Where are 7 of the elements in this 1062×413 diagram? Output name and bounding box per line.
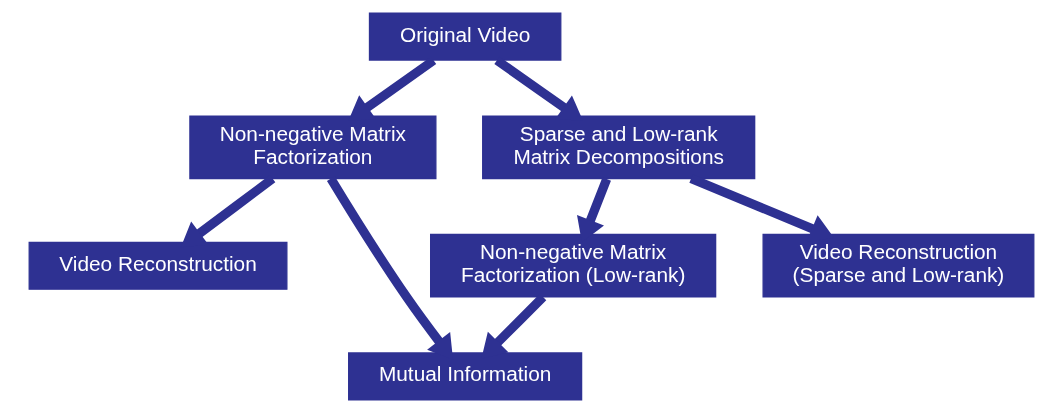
node-box: Non-negative Matrix Factorization (Low-rank) <box>429 233 716 298</box>
node-box: Video Reconstruction (Sparse and Low-rank) <box>762 233 1034 298</box>
node-box: Video Reconstruction <box>28 241 287 290</box>
node-box: Mutual Information <box>347 352 582 401</box>
node-box: Non-negative Matrix Factorization <box>188 115 436 180</box>
node-box: Sparse and Low-rank Matrix Decompositions <box>481 115 755 180</box>
node-box: Original Video <box>368 12 561 61</box>
